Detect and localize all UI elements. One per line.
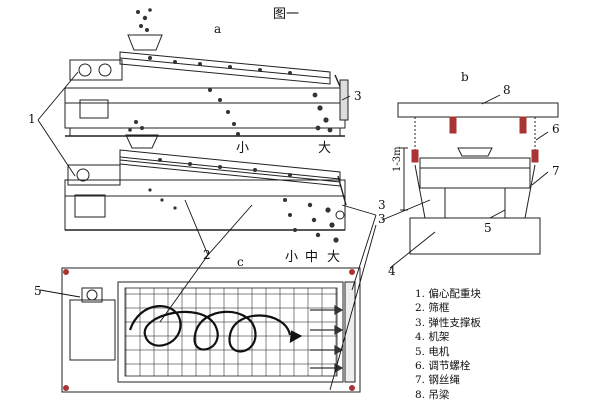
legend-item: 2. 筛框 — [415, 302, 450, 315]
discharge-arrows — [310, 304, 344, 374]
discharge-medium-mid: 中 — [305, 250, 319, 265]
material-flow-path — [128, 305, 303, 353]
material-particles-a — [136, 8, 333, 136]
callout-3-mid: 3 — [378, 198, 386, 212]
callout-5-plan: 5 — [34, 284, 42, 298]
callout-1: 1 — [28, 112, 36, 126]
callout-6: 6 — [552, 122, 560, 136]
legend-item: 7. 钢丝绳 — [415, 374, 460, 387]
feed-hopper-a2 — [125, 134, 159, 149]
material-particles-a2 — [128, 120, 339, 243]
leader-lines — [37, 71, 549, 391]
callout-4: 4 — [388, 264, 396, 278]
discharge-large-top: 大 — [318, 141, 332, 156]
motor-a2 — [67, 164, 121, 186]
frame-c — [61, 267, 361, 393]
callout-3-right: 3 — [378, 212, 386, 226]
legend-item: 1. 偏心配重块 — [415, 288, 481, 300]
discharge-large-mid: 大 — [327, 250, 341, 265]
legend-item: 4. 机架 — [415, 331, 450, 344]
callout-8: 8 — [503, 83, 511, 97]
motor-a — [69, 59, 123, 81]
drive-housing-c — [69, 299, 116, 361]
screen-frame-a2 — [119, 149, 341, 187]
parts-legend: 1. 偏心配重块 2. 筛框 3. 弹性支撑板 4. 机架 5. 电机 6. 调… — [415, 287, 481, 402]
discharge-small-top: 小 — [236, 141, 250, 156]
callout-7: 7 — [552, 164, 560, 178]
screen-frame-b — [419, 157, 531, 169]
feed-chute-b — [457, 147, 493, 157]
motor-c — [81, 287, 103, 303]
screen-deck-c — [117, 281, 344, 383]
hanging-beam — [397, 102, 559, 118]
legend-item: 3. 弹性支撑板 — [415, 316, 481, 329]
view-b-end-elevation — [397, 102, 559, 255]
legend-item: 5. 电机 — [415, 345, 450, 358]
callout-2: 2 — [203, 248, 211, 262]
frame-b — [409, 217, 541, 255]
dimension-label: 1-3m — [392, 146, 403, 172]
legend-item: 8. 吊梁 — [415, 388, 450, 401]
frame-a — [64, 87, 346, 129]
callout-5-end: 5 — [484, 221, 492, 235]
view-label-c: c — [237, 255, 244, 269]
frame-a2 — [64, 179, 346, 231]
screen-frame-a — [119, 51, 331, 85]
view-a-side-elevation — [64, 34, 349, 137]
view-a-lower-elevation — [64, 134, 347, 231]
callout-3-top: 3 — [354, 89, 362, 103]
discharge-small-mid: 小 — [285, 250, 299, 265]
view-label-b: b — [461, 70, 469, 84]
feed-hopper-a — [127, 34, 163, 51]
legend-item: 6. 调节螺栓 — [415, 360, 471, 373]
view-label-a: a — [214, 22, 222, 36]
figure-title: 图一 — [273, 7, 300, 22]
motor-b — [444, 187, 506, 219]
